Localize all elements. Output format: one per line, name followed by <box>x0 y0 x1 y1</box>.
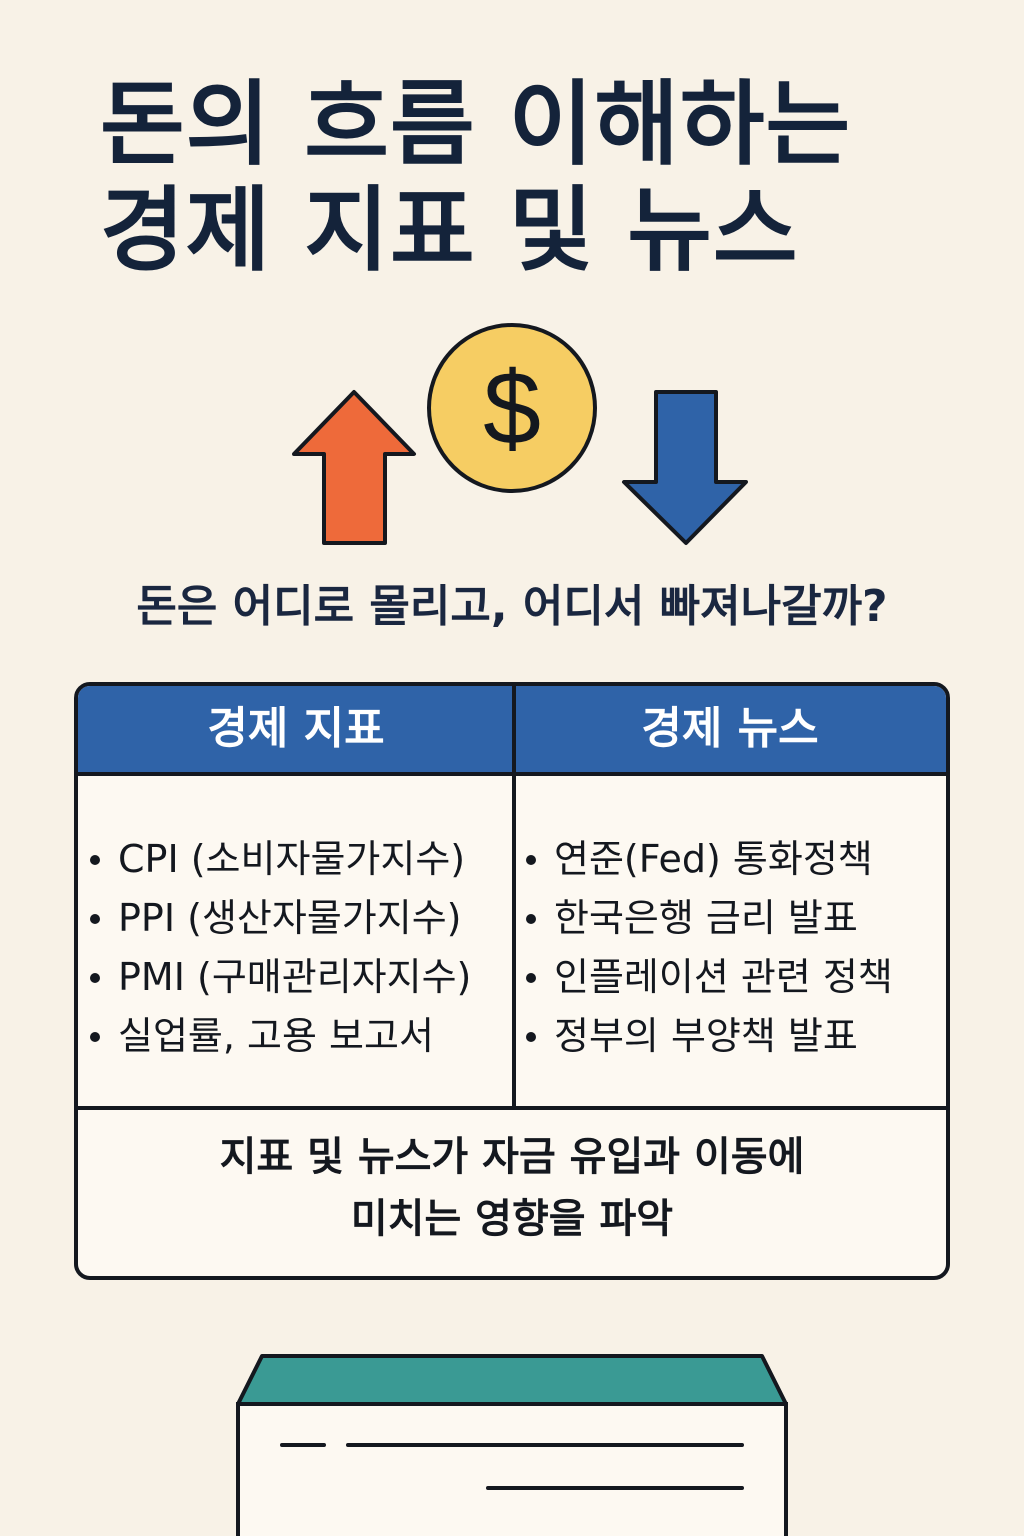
money-flow-illustration: $ <box>292 323 748 545</box>
document-header-band <box>236 1354 788 1406</box>
list-item: 연준(Fed) 통화정책 <box>524 830 944 889</box>
list-item: CPI (소비자물가지수) <box>88 830 510 889</box>
arrow-down-icon <box>622 390 748 545</box>
subtitle-question: 돈은 어디로 몰리고, 어디서 빠져나갈까? <box>136 581 888 632</box>
table-footer-summary: 지표 및 뉴스가 자금 유입과 이동에 미치는 영향을 파악 <box>78 1126 946 1250</box>
list-item: 인플레이션 관련 정책 <box>524 948 944 1007</box>
dollar-coin-icon: $ <box>427 323 597 493</box>
document-icon <box>236 1354 788 1536</box>
header-economic-news: 경제 뉴스 <box>641 703 819 754</box>
list-item: PMI (구매관리자지수) <box>88 948 510 1007</box>
news-list: 연준(Fed) 통화정책 한국은행 금리 발표 인플레이션 관련 정책 정부의 … <box>524 830 944 1066</box>
header-economic-indicators: 경제 지표 <box>207 703 385 754</box>
coin-symbol: $ <box>483 351 541 467</box>
row-divider <box>78 1106 946 1110</box>
document-body <box>236 1402 788 1536</box>
title-line-1: 돈의 흐름 이해하는 <box>100 71 852 178</box>
summary-line-2: 미치는 영향을 파악 <box>350 1196 674 1242</box>
page-title: 돈의 흐름 이해하는 경제 지표 및 뉴스 <box>100 72 980 284</box>
indicators-list: CPI (소비자물가지수) PPI (생산자물가지수) PMI (구매관리자지수… <box>88 830 510 1066</box>
list-item: 실업률, 고용 보고서 <box>88 1007 510 1066</box>
title-line-2: 경제 지표 및 뉴스 <box>100 177 799 284</box>
column-divider <box>512 686 516 1110</box>
list-item: PPI (생산자물가지수) <box>88 889 510 948</box>
list-item: 한국은행 금리 발표 <box>524 889 944 948</box>
summary-line-1: 지표 및 뉴스가 자금 유입과 이동에 <box>219 1134 805 1180</box>
list-item: 정부의 부양책 발표 <box>524 1007 944 1066</box>
arrow-up-icon <box>292 390 416 545</box>
indicators-news-table: 경제 지표 경제 뉴스 CPI (소비자물가지수) PPI (생산자물가지수) … <box>74 682 950 1280</box>
